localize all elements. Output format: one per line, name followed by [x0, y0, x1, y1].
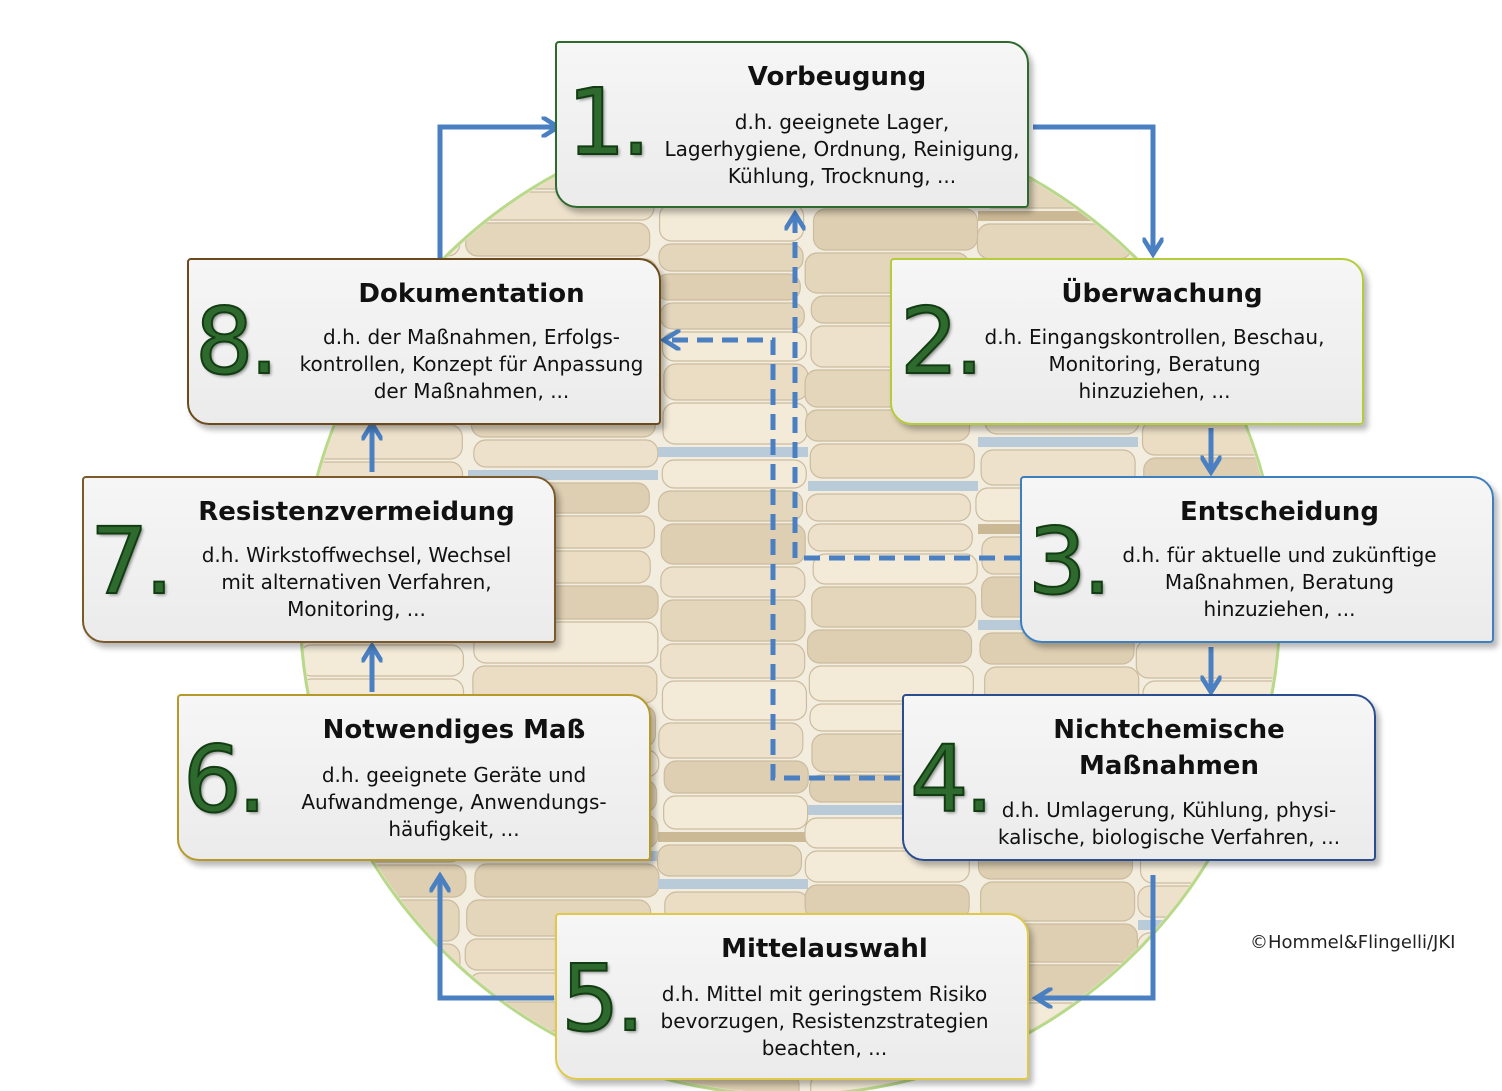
step-title: Entscheidung [1180, 497, 1379, 527]
step-number: 5. [560, 945, 646, 1052]
step-desc-line: d.h. geeignete Lager, [734, 110, 950, 134]
sack [303, 1021, 469, 1061]
step-desc-line: d.h. der Maßnahmen, Erfolgs- [323, 325, 620, 349]
pallet [1138, 181, 1278, 191]
step-title: Mittelauswahl [721, 934, 928, 964]
step-desc-line: kalische, biologische Verfahren, ... [997, 825, 1341, 849]
step-desc-line: Monitoring, Beratung [1048, 352, 1261, 376]
step-desc-line: Maßnahmen, Beratung [1164, 570, 1395, 594]
step-3-entscheidung: 3. Entscheidung d.h. für aktuelle und zu… [1020, 476, 1494, 643]
step-desc-line: mit alternativen Verfahren, [221, 570, 492, 594]
sack [656, 844, 803, 877]
step-desc-line: der Maßnahmen, ... [373, 379, 570, 403]
pallet [808, 805, 978, 815]
pallet [978, 437, 1138, 447]
step-number: 4. [909, 726, 995, 833]
step-number: 8. [194, 288, 280, 395]
sack [302, 943, 461, 978]
step-desc-line: beachten, ... [761, 1036, 888, 1060]
step-desc-line: Lagerhygiene, Ordnung, Reinigung, [664, 137, 1020, 161]
step-desc-line: Monitoring, ... [287, 597, 426, 621]
copyright-notice: ©Hommel&Flingelli/JKI [1250, 932, 1456, 953]
step-number: 7. [89, 508, 175, 615]
step-desc-line: d.h. Mittel mit geringstem Risiko [661, 982, 988, 1006]
step-title-line: Nichtchemische [1053, 715, 1285, 745]
step-title: Vorbeugung [747, 62, 927, 92]
sack [1139, 193, 1278, 226]
sack [473, 439, 659, 468]
step-desc-line: d.h. für aktuelle und zukünftige [1122, 543, 1437, 567]
pallet [658, 879, 808, 889]
pallet [302, 1063, 468, 1073]
sack [302, 1075, 467, 1091]
sack [302, 979, 466, 1020]
step-desc-line: bevorzugen, Resistenzstrategien [660, 1009, 989, 1033]
sack [302, 219, 461, 257]
sack [1142, 1066, 1278, 1091]
sack [1136, 1024, 1278, 1065]
step-title: Überwachung [1061, 279, 1263, 309]
step-desc-line: hinzuziehen, ... [1078, 379, 1231, 403]
sack [302, 145, 465, 180]
step-number: 3. [1027, 508, 1113, 615]
step-desc-line: d.h. Umlagerung, Kühlung, physi- [1001, 798, 1337, 822]
pallet [658, 832, 808, 842]
sack [1135, 149, 1278, 179]
step-1-vorbeugung: 1. Vorbeugung d.h. geeignete Lager, Lage… [555, 41, 1029, 208]
step-title: Resistenzvermeidung [198, 497, 515, 527]
step-desc-line: kontrollen, Konzept für Anpassung [299, 352, 644, 376]
step-2-ueberwachung: 2. Überwachung d.h. Eingangskontrollen, … [890, 258, 1364, 425]
pallet [1138, 968, 1278, 978]
step-desc-line: d.h. geeignete Geräte und [321, 763, 587, 787]
step-number: 2. [899, 288, 985, 395]
step-6-notwendiges-mass: 6. Notwendiges Maß d.h. geeignete Geräte… [177, 694, 651, 861]
sack [1137, 980, 1278, 1023]
step-5-mittelauswahl: 5. Mittelauswahl d.h. Mittel mit gerings… [555, 913, 1029, 1080]
step-desc-line: Kühlung, Trocknung, ... [727, 164, 957, 188]
sack [302, 117, 466, 144]
sack [663, 795, 809, 830]
step-7-resistenzvermeidung: 7. Resistenzvermeidung d.h. Wirkstoffwec… [82, 476, 556, 643]
step-desc-line: d.h. Wirkstoffwechsel, Wechsel [201, 543, 512, 567]
step-number: 1. [566, 69, 652, 176]
step-title: Notwendiges Maß [322, 715, 586, 745]
pallet [468, 470, 658, 480]
step-desc-line: d.h. Eingangskontrollen, Beschau, [984, 325, 1325, 349]
step-desc-line: hinzuziehen, ... [1203, 597, 1356, 621]
step-4-nichtchemische-massnahmen: 4. Nichtchemische Maßnahmen d.h. Umlager… [902, 694, 1376, 861]
step-number: 6. [182, 726, 268, 833]
step-desc-line: Aufwandmenge, Anwendungs- [301, 790, 607, 814]
step-8-dokumentation: 8. Dokumentation d.h. der Maßnahmen, Erf… [187, 258, 661, 425]
step-title-line: Maßnahmen [1079, 751, 1259, 781]
step-title: Dokumentation [358, 279, 585, 309]
sack [302, 181, 464, 218]
step-desc-line: häufigkeit, ... [388, 817, 520, 841]
